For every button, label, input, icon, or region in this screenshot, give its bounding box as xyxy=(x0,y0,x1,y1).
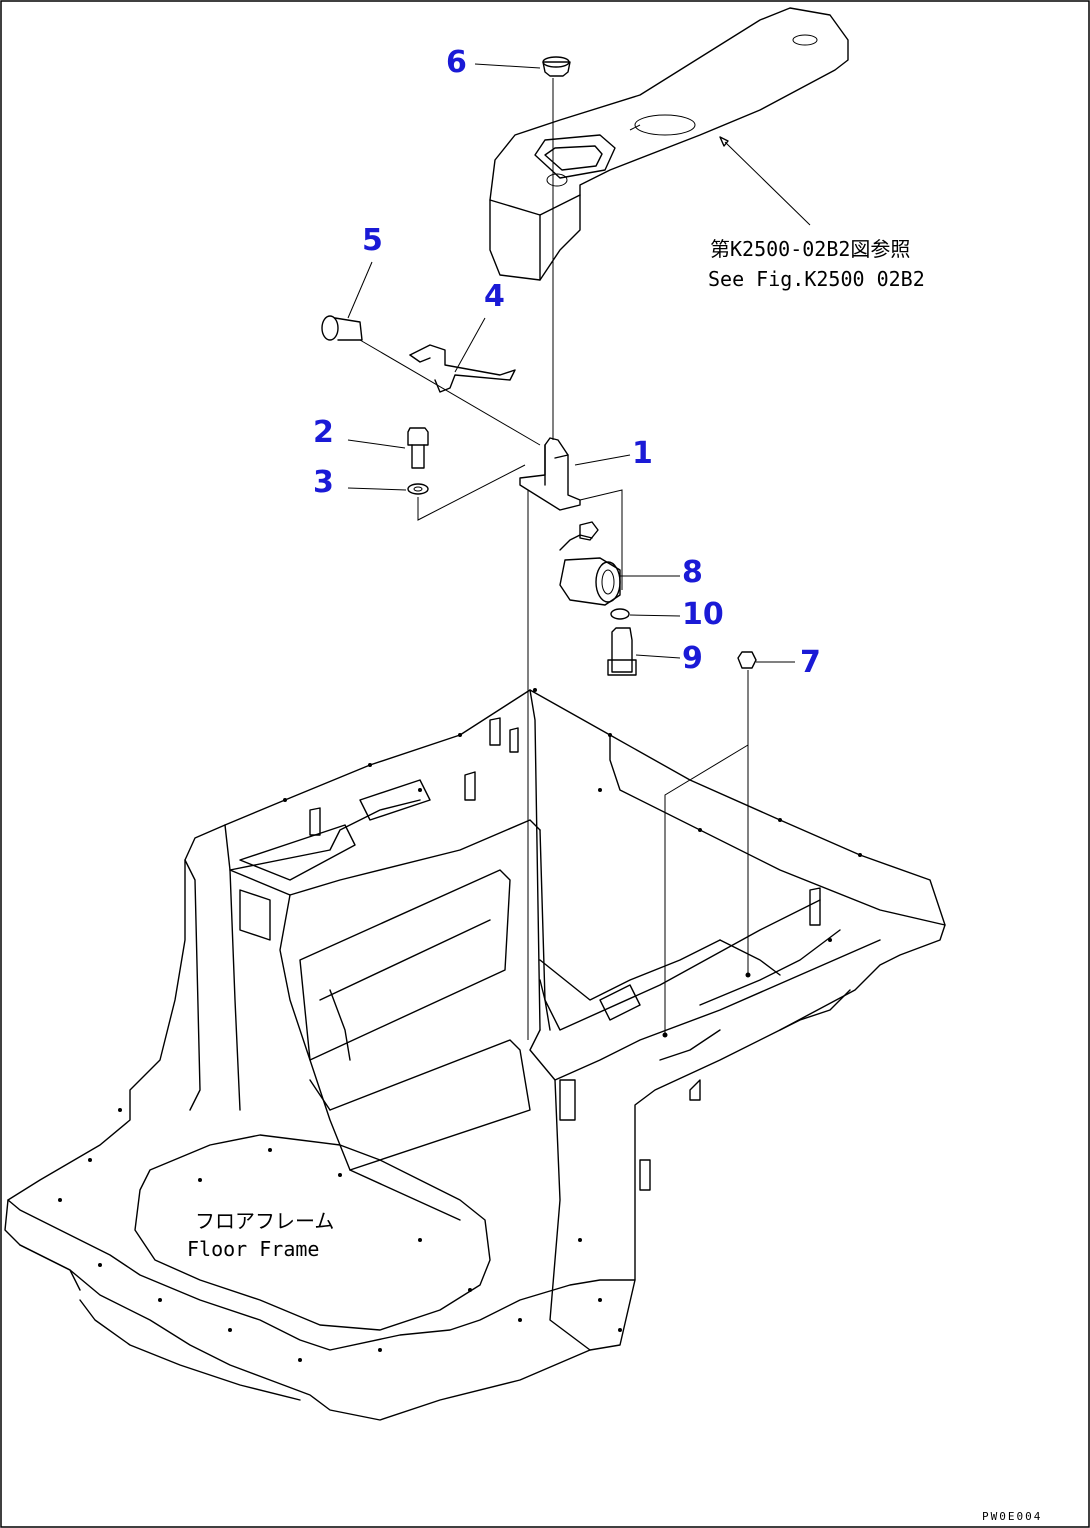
callout-8: 8 xyxy=(682,555,703,590)
callout-9: 9 xyxy=(682,641,703,676)
callout-10: 10 xyxy=(682,597,724,632)
drawing-code: PW0E004 xyxy=(982,1510,1042,1523)
part-9-bolt xyxy=(607,627,637,676)
callout-7: 7 xyxy=(800,645,821,680)
floor-frame xyxy=(4,688,946,1421)
callout-6: 6 xyxy=(446,45,467,80)
part-3-washer xyxy=(407,483,429,495)
part-5-pin xyxy=(321,315,363,341)
callout-5: 5 xyxy=(362,223,383,258)
callout-4: 4 xyxy=(484,279,505,314)
part-6-cap xyxy=(542,56,571,77)
callout-1: 1 xyxy=(632,436,653,471)
reference-note-jp: 第K2500-02B2図参照 xyxy=(710,237,910,261)
part-2-bolt xyxy=(407,427,429,469)
part-1-bracket xyxy=(519,437,581,511)
part-7-nut xyxy=(737,651,757,669)
callout-3: 3 xyxy=(313,465,334,500)
callout-2: 2 xyxy=(313,415,334,450)
armrest-console xyxy=(489,7,849,281)
floor-frame-label-jp: フロアフレーム xyxy=(195,1209,334,1233)
part-8-switch xyxy=(559,521,621,606)
part-10-washer xyxy=(610,608,630,620)
part-4-bracket xyxy=(409,344,516,393)
floor-frame-label-en: Floor Frame xyxy=(187,1237,319,1261)
reference-note-en: See Fig.K2500 02B2 xyxy=(708,267,925,291)
